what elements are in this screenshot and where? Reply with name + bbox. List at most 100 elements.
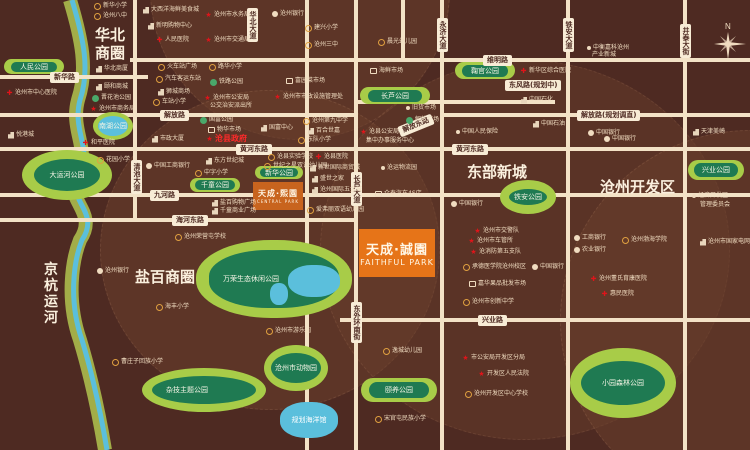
poi[interactable]: 物华市场 <box>208 126 241 134</box>
park-zaji[interactable]: 杂技主题公园 <box>142 368 266 412</box>
project-card-small[interactable]: 天成·熙園 CENTRAL PARK <box>253 182 303 210</box>
poi[interactable]: ★沧州市车管所 <box>468 236 514 245</box>
poi[interactable]: 沧州第九中学 <box>303 117 348 125</box>
poi[interactable]: 百合世嘉 <box>308 127 340 135</box>
poi[interactable]: 盛世之家 <box>312 175 344 183</box>
poi[interactable]: 沧州八中 <box>94 12 127 20</box>
poi[interactable]: ★沧消防第五支队 <box>470 247 522 256</box>
poi[interactable]: ✚沧县医院 <box>315 152 349 161</box>
poi[interactable]: 农业银行 <box>574 246 606 254</box>
poi[interactable]: 华北商厦 <box>96 65 128 73</box>
poi[interactable]: ★沧州市交通局 <box>205 35 251 44</box>
poi[interactable]: ✚惠民医院 <box>601 289 635 298</box>
poi[interactable]: 中国石化 <box>521 96 553 104</box>
poi[interactable]: 工商银行 <box>574 234 606 242</box>
poi[interactable]: 千童商业广场 <box>212 207 256 215</box>
poi[interactable]: 沧州渤海学院 <box>622 236 667 244</box>
poi[interactable]: 悦港城 <box>8 131 34 139</box>
poi[interactable]: 解放广场 <box>406 116 439 124</box>
poi[interactable]: 中国银行 <box>532 263 564 271</box>
poi[interactable]: 沧县实验学校 <box>268 153 313 161</box>
park-xingye[interactable]: 兴业公园 <box>688 160 744 180</box>
poi[interactable]: 沧州市游乐园 <box>266 327 311 335</box>
poi[interactable]: ★沧州市水务局 <box>205 10 251 19</box>
poi[interactable]: 旧货市场 <box>406 104 436 112</box>
poi[interactable]: 中国银行 <box>588 129 620 137</box>
poi[interactable]: ✚人民医院 <box>156 35 190 44</box>
poi[interactable]: ✚沧州市中心医院 <box>6 88 58 97</box>
poi[interactable]: 富园菜市场 <box>286 77 325 85</box>
poi[interactable]: ✚沧州董氏育康医院 <box>590 274 648 283</box>
poi[interactable]: 沧州银行 <box>272 10 304 18</box>
park-tiean[interactable]: 铁安公园 <box>500 180 556 214</box>
poi[interactable]: 宋官屯民族小学 <box>375 415 426 423</box>
poi[interactable]: 爱弗丽双语幼儿园 <box>307 206 364 214</box>
poi[interactable]: ★沧州市交警队 <box>474 226 520 235</box>
park-qianlong[interactable]: 千童公园 <box>190 178 240 192</box>
poi[interactable]: 经济开发区 <box>692 192 728 200</box>
poi[interactable]: ★沧县公安局 <box>360 127 400 136</box>
poi[interactable]: 逸城幼儿园 <box>383 347 422 355</box>
poi[interactable]: 曹庄子回族小学 <box>112 358 163 366</box>
poi[interactable]: 市政大厦 <box>152 135 184 143</box>
poi[interactable]: 沧州开发区中心学校 <box>465 390 528 398</box>
poi-cangxian-gov[interactable]: ★沧县政府 <box>206 134 247 143</box>
park-chengyang[interactable]: 颐养公园 <box>361 378 437 402</box>
poi[interactable]: ★沧州市商务局 <box>90 104 136 113</box>
poi[interactable]: 中国工商银行 <box>146 162 190 170</box>
park-renmin[interactable]: 人民公园 <box>4 59 64 74</box>
project-faithful-park[interactable]: 天成·誠園 FAITHFUL PARK <box>359 229 435 277</box>
poi[interactable]: 建兴小学 <box>305 24 338 32</box>
poi[interactable]: ★开发区人民法院 <box>478 369 530 378</box>
poi[interactable]: ★沧州市市政设施管理处 <box>274 92 344 101</box>
poi[interactable]: ✚新华区综合医院 <box>520 66 572 75</box>
poi[interactable]: 铁路公园 <box>210 78 243 86</box>
poi[interactable]: 东队小学 <box>298 136 331 144</box>
poi[interactable]: 天津美崎 <box>693 128 725 136</box>
poi[interactable]: 晨光幼儿园 <box>378 38 417 46</box>
poi[interactable]: ★市公安局开发区分局 <box>462 353 526 362</box>
poi[interactable]: 颐和商城 <box>96 83 128 91</box>
park-xiaoyuan[interactable]: 小园森林公园 <box>570 348 676 418</box>
poi[interactable]: 沧运物流园 <box>381 164 417 172</box>
poi[interactable]: ★沧州市公安局 <box>204 93 250 102</box>
poi[interactable]: 承德医学院沧州校区 <box>463 263 526 271</box>
poi[interactable]: 沧州三中 <box>305 41 338 49</box>
poi[interactable]: 中国银行 <box>451 200 483 208</box>
poi[interactable]: 海鲜市场 <box>370 67 403 75</box>
poi[interactable]: 东方世纪城 <box>206 157 244 165</box>
poi[interactable]: 火车站广场 <box>158 63 197 71</box>
poi[interactable]: 花园小学 <box>97 156 130 164</box>
poi[interactable]: 中国人民保险 <box>456 128 498 136</box>
poi[interactable]: 狮城商场 <box>158 88 190 96</box>
poi[interactable]: 中国石油 <box>533 120 565 128</box>
poi[interactable]: 中国银行 <box>604 135 636 143</box>
poi[interactable]: 沧州市创新中学 <box>463 298 514 306</box>
poi[interactable]: 国富中心 <box>261 124 293 132</box>
poi[interactable]: 中字小学 <box>195 169 228 177</box>
poi[interactable]: 路华小学 <box>209 63 242 71</box>
poi[interactable]: ✚和平医院 <box>82 138 116 147</box>
poi[interactable]: 沧州荣营屯学校 <box>175 233 226 241</box>
poi[interactable]: 晋花池公园 <box>92 94 131 102</box>
park-changlu[interactable]: 长芦公园 <box>360 87 430 104</box>
park-jujuguan[interactable]: 鞠官公园 <box>455 62 515 79</box>
poi[interactable]: 海丰小学 <box>156 303 189 311</box>
poi[interactable]: 车站小学 <box>153 98 186 106</box>
poi[interactable]: 盐百购物广场 <box>212 199 256 207</box>
poi[interactable]: 国富公园 <box>200 116 233 124</box>
poi[interactable]: 新华小学 <box>94 2 127 10</box>
poi[interactable]: 汽车客运东站 <box>156 75 201 83</box>
park-dongwuyuan[interactable]: 沧州市动物园 <box>264 345 328 391</box>
park-haiyangguan[interactable]: 规划海洋馆 <box>280 402 338 438</box>
poi[interactable]: 嘉华果品批发市场 <box>469 280 526 288</box>
poi[interactable]: 大西洋海鲜美食城 <box>143 6 199 14</box>
poi[interactable]: 新明购物中心 <box>148 22 192 30</box>
poi[interactable]: 中衡嘉科沧州 <box>587 44 629 52</box>
poi[interactable]: 新世国际商贸城 <box>310 164 360 172</box>
park-nanhu[interactable]: 南湖公园 <box>93 112 133 140</box>
poi[interactable]: 世纪之星双语幼儿园 <box>264 162 327 170</box>
poi[interactable]: 众泰汽车4S店 <box>375 190 422 198</box>
poi[interactable]: 沧州市国家电网 <box>700 238 750 246</box>
poi[interactable]: 沧州银行 <box>97 267 129 275</box>
